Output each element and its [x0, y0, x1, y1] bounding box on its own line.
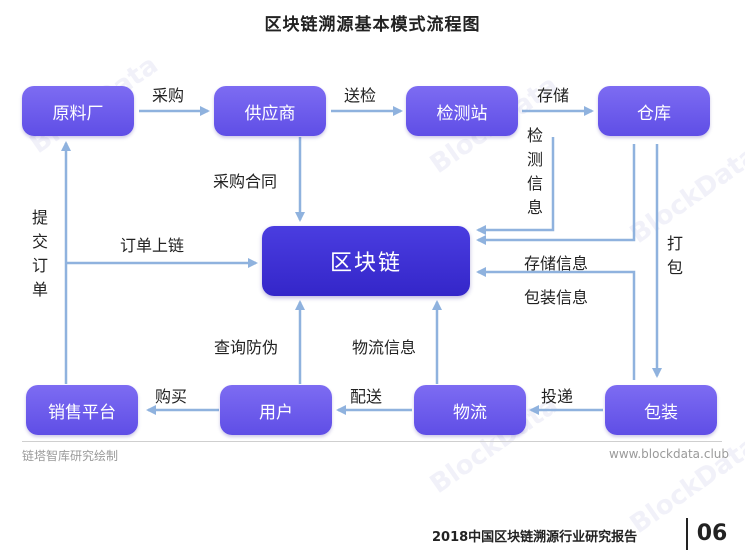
label-inspection-info: 检测信息 [526, 126, 543, 217]
node-user: 用户 [220, 385, 332, 435]
label-store: 存储 [537, 86, 570, 105]
report-title: 2018中国区块链溯源行业研究报告 [432, 530, 638, 545]
label-send-inspection: 送检 [344, 86, 377, 105]
label-buy: 购买 [155, 387, 188, 406]
arrow-storage-info [476, 144, 636, 245]
node-inspection: 检测站 [406, 86, 518, 136]
label-logistics-info: 物流信息 [352, 338, 417, 357]
label-storage-info: 存储信息 [524, 254, 589, 273]
label-express: 投递 [541, 387, 574, 406]
arrow-inspection-info [476, 137, 555, 235]
node-packaging: 包装 [605, 385, 717, 435]
label-purchase: 采购 [152, 86, 185, 105]
label-order-on-chain: 订单上链 [120, 236, 185, 255]
footer-divider [22, 441, 722, 442]
label-pack: 打包 [666, 234, 683, 277]
label-deliver: 配送 [350, 387, 383, 406]
label-purchase-contract: 采购合同 [213, 172, 278, 191]
website-link: www.blockdata.club [609, 447, 729, 461]
node-warehouse: 仓库 [598, 86, 710, 136]
diagram-title: 区块链溯源基本模式流程图 [264, 15, 481, 35]
node-raw-material: 原料厂 [22, 86, 134, 136]
node-sales-platform: 销售平台 [26, 385, 138, 435]
label-package-info: 包装信息 [524, 288, 589, 307]
arrow-package-info [476, 267, 636, 380]
node-supplier: 供应商 [214, 86, 326, 136]
page-number: 06 [686, 518, 736, 550]
source-note: 链塔智库研究绘制 [22, 449, 119, 463]
label-submit-order: 提交订单 [31, 208, 48, 299]
node-blockchain: 区块链 [262, 226, 470, 296]
label-anti-fake: 查询防伪 [214, 338, 279, 357]
node-logistics: 物流 [414, 385, 526, 435]
